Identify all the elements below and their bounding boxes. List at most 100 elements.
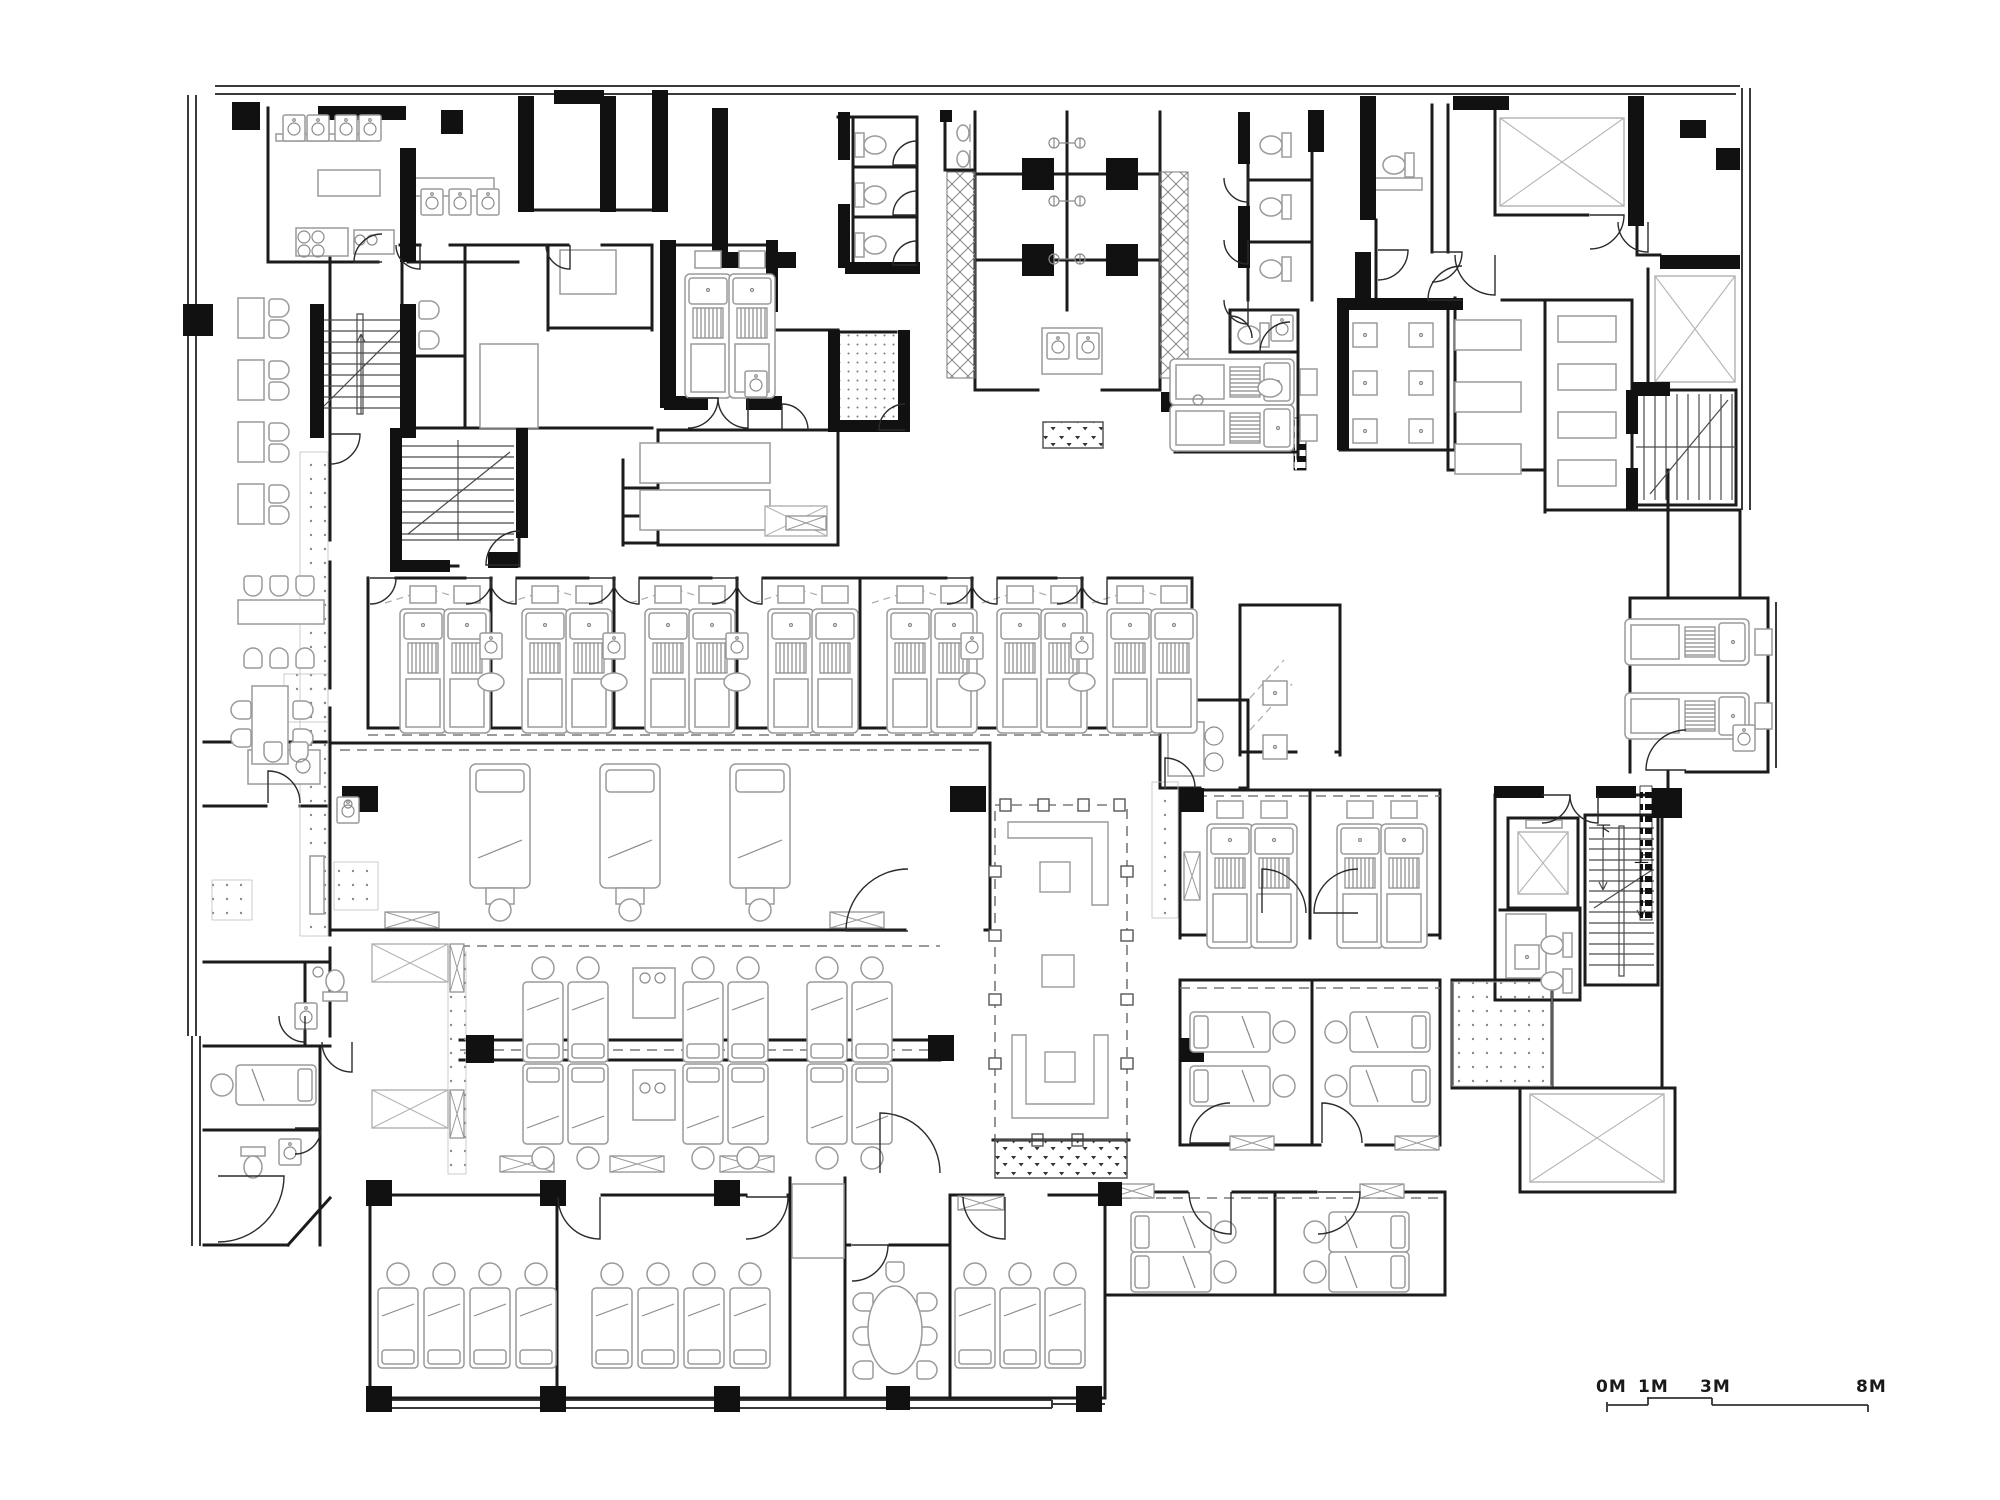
column — [540, 1386, 566, 1412]
column — [1596, 786, 1636, 798]
column — [1494, 786, 1544, 798]
fixture-circle — [311, 230, 325, 244]
sink-symbol — [1271, 315, 1293, 341]
stool-symbol — [1353, 419, 1377, 443]
column — [1628, 96, 1644, 226]
fixture-circle — [654, 1082, 666, 1094]
column — [886, 1386, 910, 1410]
door-swing — [892, 240, 918, 266]
crossed-storage-x — [371, 943, 449, 983]
scale-label-3m: 3M — [1700, 1377, 1731, 1397]
booth-table — [237, 483, 265, 525]
column — [183, 304, 213, 336]
door-swing — [1589, 214, 1625, 250]
threshold-x — [1394, 1135, 1440, 1151]
column — [950, 786, 986, 812]
dotted-area — [1451, 981, 1553, 1087]
door-swing — [329, 433, 361, 465]
counter-bench — [1557, 315, 1617, 343]
counter-bench — [1557, 411, 1617, 439]
chair-symbol — [231, 729, 251, 747]
dotted-area — [1151, 781, 1179, 919]
stair-top-left — [318, 313, 404, 415]
threshold-tile — [384, 911, 440, 929]
sink-symbol — [745, 371, 767, 397]
chair-symbol — [269, 423, 289, 441]
counter-bench — [237, 599, 325, 625]
recliner-symbol — [997, 586, 1043, 733]
bed_sm-symbol — [683, 957, 723, 1062]
stair-top-right — [1636, 394, 1736, 500]
sink-symbol — [1071, 633, 1093, 659]
bed_sm-symbol — [638, 1263, 678, 1368]
stairs — [318, 313, 1736, 977]
door-swing — [1645, 729, 1687, 771]
column — [1716, 148, 1740, 170]
stool-symbol — [1515, 945, 1539, 969]
fixture-oval — [600, 672, 628, 692]
recliner-symbol — [645, 586, 691, 733]
column — [1626, 468, 1638, 510]
bed_sm-symbol — [807, 1064, 847, 1169]
crossed-storage — [371, 1089, 449, 1129]
stair-mid-left — [402, 440, 514, 541]
door-swing — [717, 397, 749, 429]
column — [1337, 298, 1349, 450]
sink-symbol — [726, 633, 748, 659]
fixture-circle — [639, 1082, 651, 1094]
door-swing — [465, 577, 493, 605]
recliner-symbol — [1337, 801, 1383, 948]
crossed-storage — [1529, 1093, 1665, 1183]
column — [1337, 298, 1463, 310]
bed_sm-symbol — [1304, 1212, 1409, 1252]
crossed-storage-x — [371, 1089, 449, 1129]
counter-bench — [632, 1069, 676, 1121]
door-swing — [845, 868, 909, 932]
stair-core-right — [1589, 825, 1654, 977]
stool-symbol — [1409, 323, 1433, 347]
door-swing — [485, 530, 521, 566]
fixture-circle — [654, 972, 666, 984]
bed_lg-symbol — [470, 764, 530, 921]
chair-symbol — [269, 506, 289, 524]
chair-symbol — [293, 701, 313, 719]
threshold-tile — [609, 1155, 665, 1173]
recliner-symbol — [1151, 586, 1197, 733]
recliner-symbol — [522, 586, 568, 733]
crossed-storage — [1517, 831, 1569, 895]
door-swing — [892, 140, 918, 166]
fixture-circle — [312, 966, 324, 978]
threshold-tile — [449, 1089, 465, 1139]
urinal-symbol — [957, 150, 970, 168]
column — [1308, 110, 1324, 152]
chair-symbol — [244, 648, 262, 668]
wc-symbol — [855, 233, 886, 257]
counter-bench — [1557, 459, 1617, 487]
chair-symbol — [269, 299, 289, 317]
recliner-symbol — [400, 586, 446, 733]
recliner-symbol — [887, 586, 933, 733]
insulated-wall — [1639, 785, 1653, 921]
sink-symbol — [1733, 725, 1755, 751]
door-swing — [1377, 249, 1409, 281]
door-swing — [1317, 1191, 1361, 1235]
column — [488, 552, 518, 568]
urinal-symbol — [957, 124, 970, 142]
counter-bench — [353, 229, 395, 255]
threshold-x — [957, 1195, 1005, 1211]
column — [660, 240, 676, 408]
booth-table — [237, 297, 265, 339]
fixture-circle — [343, 799, 353, 809]
fixture-circle — [1204, 752, 1224, 772]
column — [1238, 206, 1250, 268]
threshold-tile — [829, 911, 885, 929]
recliner-symbol — [1625, 619, 1772, 665]
booth-seating — [237, 421, 289, 463]
column — [664, 396, 708, 410]
bed_lg-symbol — [600, 764, 660, 921]
door-swing — [1188, 1191, 1232, 1235]
column — [1106, 244, 1138, 276]
recliner-symbol — [1381, 801, 1427, 948]
threshold-tile — [449, 943, 465, 993]
